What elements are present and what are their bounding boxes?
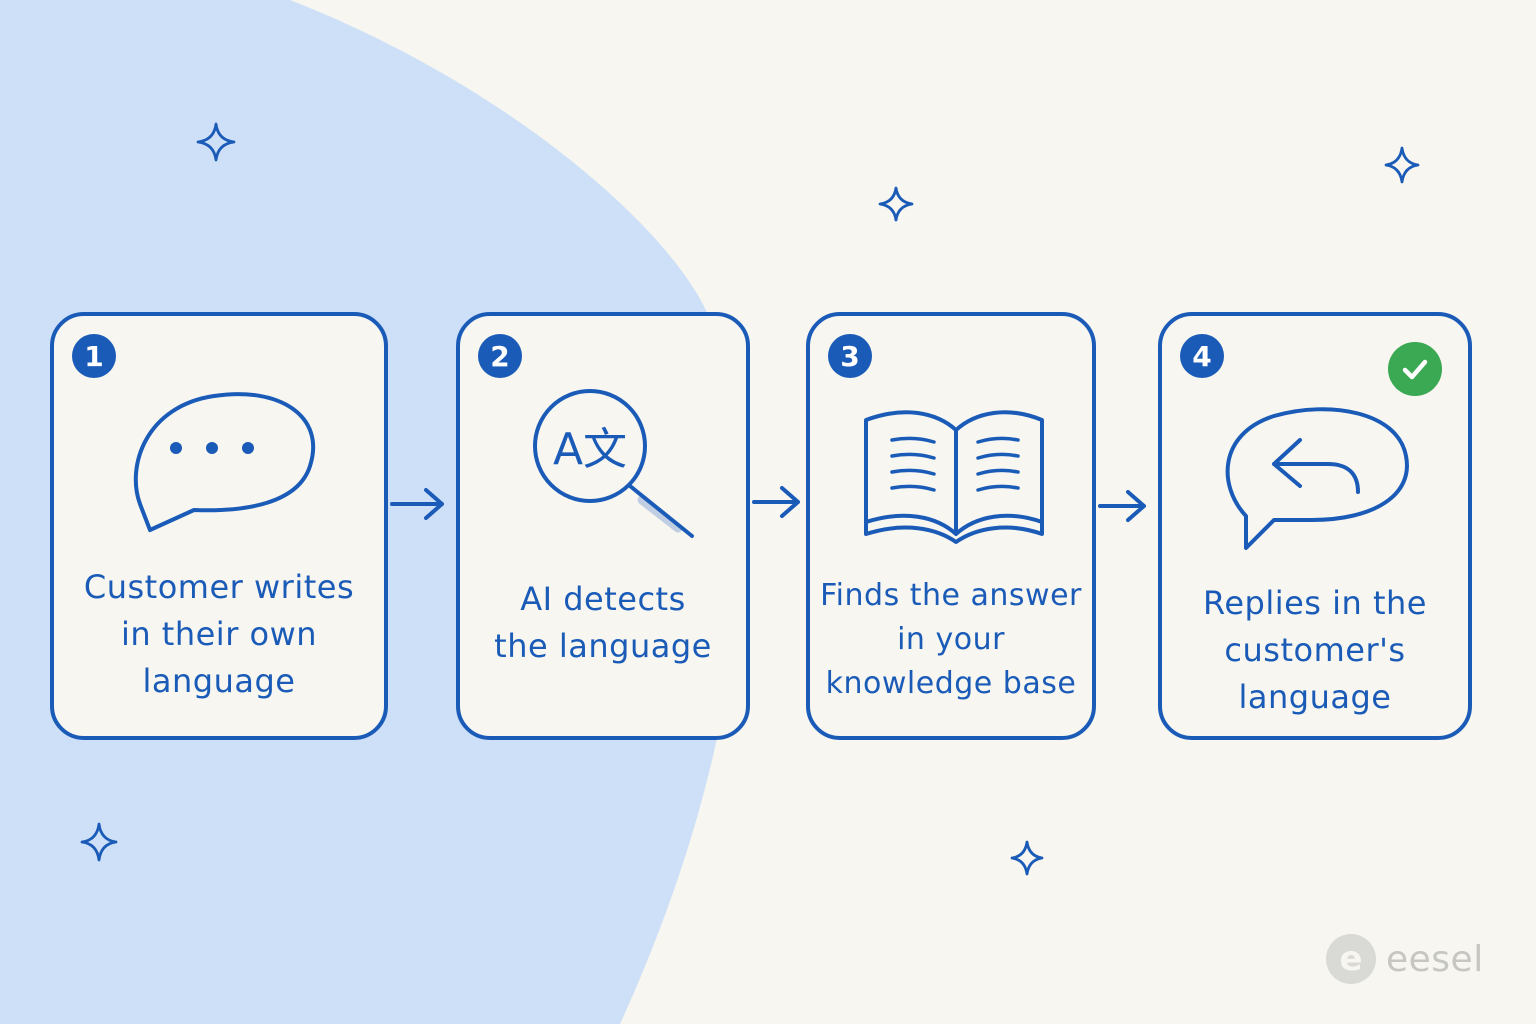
step-number-badge: 1 <box>72 334 116 378</box>
step-description: Replies in the customer's language <box>1203 584 1427 716</box>
arrow-right-icon <box>390 488 444 520</box>
chat-bubble-reply-icon <box>1225 407 1409 550</box>
open-book-icon <box>864 410 1044 544</box>
sparkle-icon <box>80 822 118 862</box>
brand-name: eesel <box>1386 938 1484 980</box>
arrow-right-icon <box>752 486 800 518</box>
brand-logo-letter: e <box>1339 939 1363 979</box>
translate-letters: A文 <box>553 424 627 475</box>
step-card-4: 4 Replies in the customer's language <box>1158 312 1472 740</box>
sparkle-icon <box>878 186 914 222</box>
sparkle-icon <box>1384 146 1420 184</box>
step-description: Customer writes in their own language <box>83 568 355 700</box>
step-number-badge: 2 <box>478 334 522 378</box>
step-number-badge: 3 <box>828 334 872 378</box>
sparkle-icon <box>196 122 236 162</box>
translate-magnifier-icon: A文 <box>533 389 694 538</box>
step-card-3: 3 Finds the answer in your knowledge bas… <box>806 312 1096 740</box>
step-number-badge: 4 <box>1180 334 1224 378</box>
step-card-1: 1 Customer writes in their own language <box>50 312 388 740</box>
brand-watermark: e eesel <box>1326 934 1484 984</box>
check-circle-icon <box>1388 342 1442 396</box>
chat-bubble-dots-icon <box>133 392 316 532</box>
brand-logo: e <box>1326 934 1376 984</box>
sparkle-icon <box>1010 840 1044 876</box>
arrow-right-icon <box>1098 490 1146 522</box>
step-description: AI detects the language <box>494 580 712 665</box>
step-description: Finds the answer in your knowledge base <box>820 578 1082 701</box>
step-card-2: 2 A文 AI detects the language <box>456 312 750 740</box>
